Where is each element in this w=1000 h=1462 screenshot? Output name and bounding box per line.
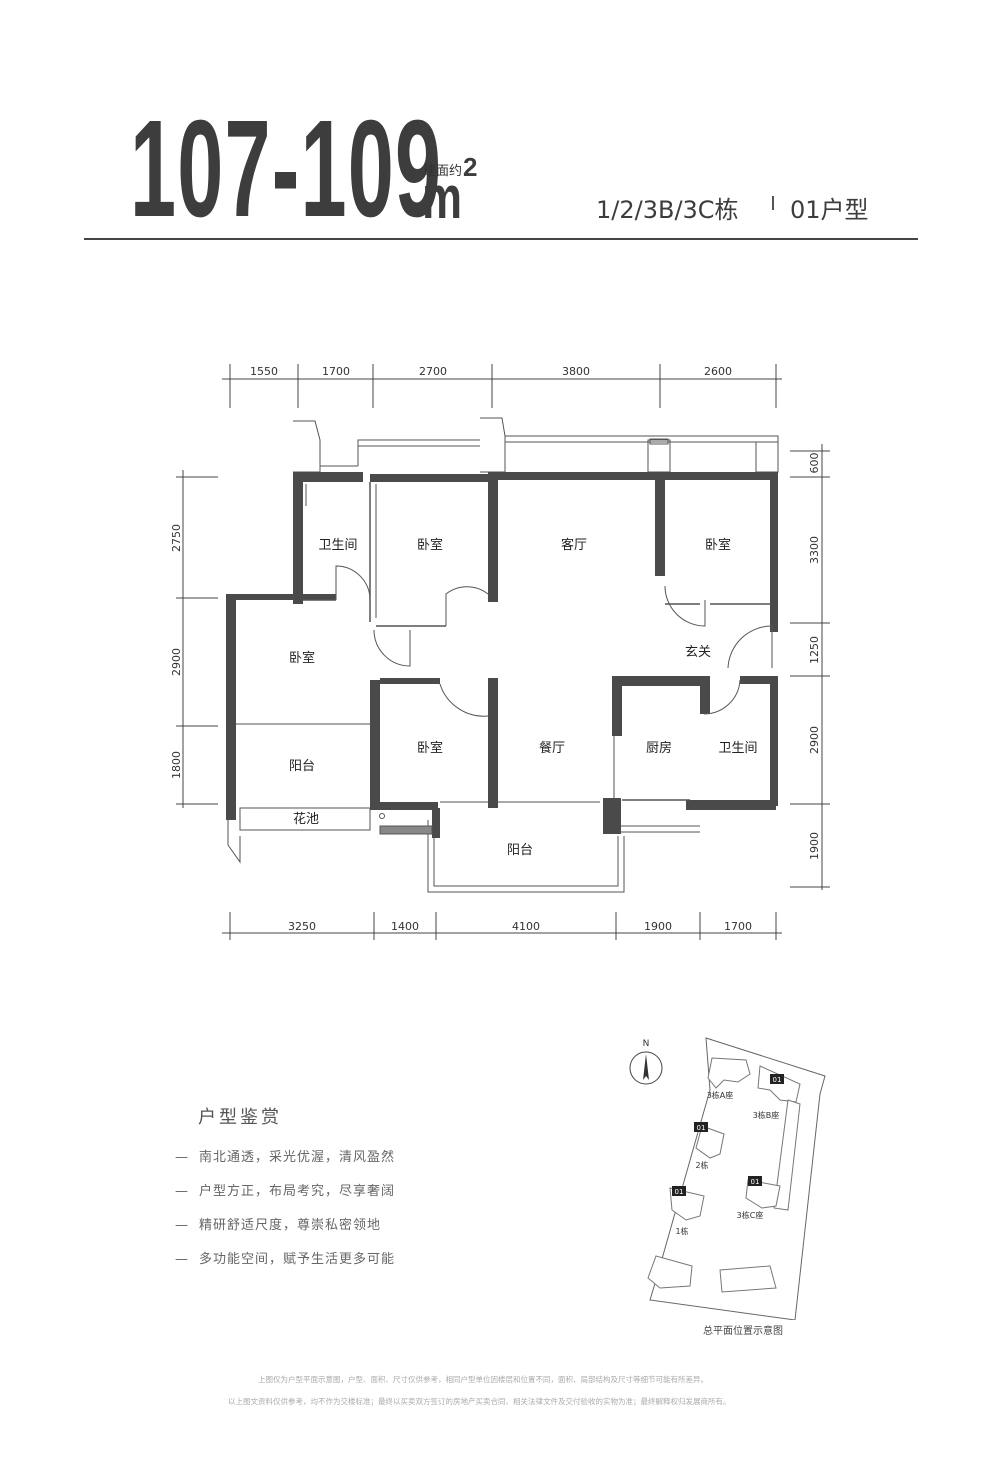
room-bath-nw: 卫生间 (318, 538, 357, 553)
unit-marker: 01 (751, 1178, 760, 1186)
walls (226, 472, 778, 838)
room-living: 客厅 (561, 537, 587, 553)
building-label: 3栋A座 (707, 1090, 734, 1100)
building-label: 1栋 (675, 1226, 688, 1236)
dimension-lines-top (222, 364, 782, 408)
room-bedroom-n1: 卧室 (417, 537, 443, 553)
dim-top-4: 3800 (562, 365, 590, 378)
building-label: 3栋B座 (753, 1110, 780, 1120)
unit-marker: 01 (773, 1076, 782, 1084)
feature-text: 户型方正，布局考究，尽享奢阔 (199, 1184, 396, 1199)
title-rule (84, 238, 918, 240)
north-arrow-icon: N (629, 1039, 663, 1085)
unit-markers: 01 01 01 01 (672, 1074, 784, 1196)
dim-left-3: 1800 (170, 751, 183, 779)
dimension-lines-bottom (222, 912, 782, 940)
room-balcony-s: 阳台 (507, 843, 533, 858)
dim-right-1: 600 (808, 453, 821, 474)
dim-right-3: 1250 (808, 636, 821, 664)
site-plan-caption: 总平面位置示意图 (703, 1326, 783, 1337)
room-balcony-w: 阳台 (289, 759, 315, 774)
site-boundary (649, 1037, 826, 1320)
dim-top-3: 2700 (419, 365, 447, 378)
room-bath-se: 卫生间 (718, 741, 757, 756)
dimension-lines-left (176, 470, 218, 808)
north-label: N (643, 1039, 650, 1049)
dim-bottom-2: 1400 (391, 920, 419, 933)
title-separator (772, 196, 774, 210)
building-label: 3栋C座 (737, 1210, 764, 1220)
dim-bottom-3: 4100 (512, 920, 540, 933)
feature-text: 南北通透，采光优渥，清风盈然 (199, 1150, 396, 1165)
dim-top-5: 2600 (704, 365, 732, 378)
room-bedroom-s: 卧室 (417, 740, 443, 756)
fixtures (379, 438, 669, 835)
dimension-text-bottom: 3250 1400 4100 1900 1700 (288, 920, 752, 933)
dim-top-2: 1700 (322, 365, 350, 378)
area-note: 建面约 (423, 164, 463, 179)
area-unit: m (422, 164, 463, 231)
site-plan: N 01 01 01 01 3栋A座 3栋B座 2栋 3栋C座 1栋 (629, 1037, 826, 1320)
window-outlines (227, 417, 779, 893)
room-kitchen: 厨房 (646, 740, 672, 756)
feature-item: —南北通透，采光优渥，清风盈然 (175, 1150, 396, 1165)
features-title: 户型鉴赏 (198, 1107, 282, 1128)
feature-text: 多功能空间，赋予生活更多可能 (199, 1252, 396, 1267)
door-swings (335, 565, 773, 717)
room-bedroom-ne: 卧室 (705, 537, 731, 553)
dim-top-1: 1550 (250, 365, 278, 378)
dimension-text-right: 600 3300 1250 2900 1900 (808, 453, 821, 861)
room-foyer: 玄关 (685, 645, 711, 660)
dim-right-2: 3300 (808, 536, 821, 564)
building-label: 2栋 (695, 1160, 708, 1170)
dimension-lines-right (790, 444, 830, 890)
dim-bottom-5: 1700 (724, 920, 752, 933)
feature-item: —多功能空间，赋予生活更多可能 (175, 1252, 396, 1267)
dim-bottom-1: 3250 (288, 920, 316, 933)
building-info: 1/2/3B/3C栋 (596, 196, 739, 224)
building-labels: 3栋A座 3栋B座 2栋 3栋C座 1栋 (675, 1090, 779, 1236)
floor-plan: 1550 1700 2700 3800 2600 3250 1400 4100 … (170, 364, 830, 940)
dimension-text-top: 1550 1700 2700 3800 2600 (250, 365, 732, 378)
unit-type: 01户型 (790, 196, 869, 224)
area-unit-superscript: 2 (463, 152, 478, 182)
disclaimer-line-2: 以上图文资料仅供参考，均不作为交楼标准；最终以买卖双方签订的房地产买卖合同、相关… (228, 1397, 731, 1406)
feature-item: —户型方正，布局考究，尽享奢阔 (175, 1184, 396, 1199)
room-labels: 卫生间 卧室 客厅 卧室 卧室 玄关 阳台 卧室 餐厅 厨房 卫生间 花池 阳台 (289, 537, 758, 858)
room-planter: 花池 (293, 811, 319, 827)
room-bedroom-w: 卧室 (289, 650, 315, 666)
dim-left-1: 2750 (170, 524, 183, 552)
dim-right-5: 1900 (808, 832, 821, 860)
feature-item: —精研舒适尺度，尊崇私密领地 (175, 1218, 382, 1233)
dim-left-2: 2900 (170, 648, 183, 676)
unit-marker: 01 (675, 1188, 684, 1196)
unit-marker: 01 (697, 1124, 706, 1132)
area-range: 107-109 (130, 92, 443, 246)
dim-right-4: 2900 (808, 726, 821, 754)
dimension-text-left: 2750 2900 1800 (170, 524, 183, 779)
dim-bottom-4: 1900 (644, 920, 672, 933)
feature-text: 精研舒适尺度，尊崇私密领地 (199, 1218, 382, 1233)
room-dining: 餐厅 (539, 740, 565, 756)
disclaimer-line-1: 上图仅为户型平面示意图，户型、面积、尺寸仅供参考，相同户型单位因楼层和位置不同，… (258, 1375, 708, 1384)
